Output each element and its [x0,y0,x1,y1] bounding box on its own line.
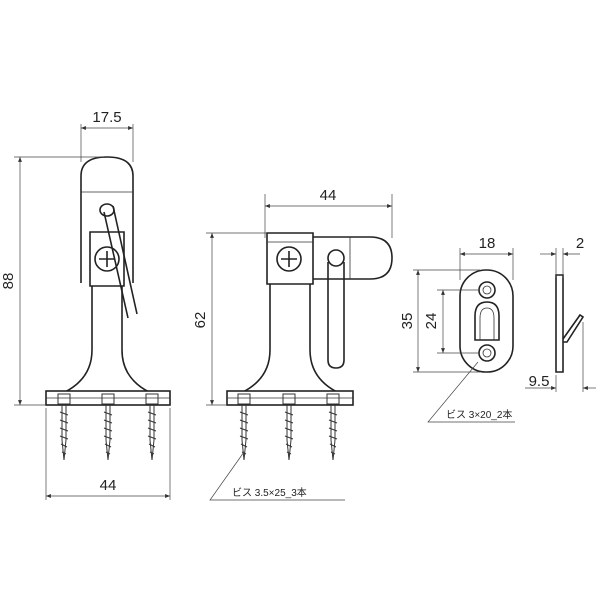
dim-side-hook-depth: 9.5 [529,373,550,390]
dim-holder-width: 44 [320,187,337,204]
dim-plate-height: 35 [399,313,416,330]
screw-head-icon [94,246,120,272]
door-stopper-side-view: 44 62 ビス 3.5×25_3本 [192,187,393,501]
dim-plate-hole-pitch: 24 [423,313,440,330]
note-plate-screws: ビス 3×20_2本 [446,408,512,421]
dim-stopper-top-width: 17.5 [92,109,121,126]
catch-plate-front-view: 18 35 24 ビス 3×20_2本 [399,235,515,423]
dim-stopper-height: 88 [0,273,17,290]
screw-head-icon [276,246,302,272]
note-base-screws: ビス 3.5×25_3本 [232,486,307,499]
dim-plate-width: 18 [479,235,496,252]
dim-holder-height: 62 [192,312,209,329]
door-stopper-front-view: 17.5 88 44 [0,109,171,500]
dim-stopper-base-width: 44 [100,477,117,494]
dim-side-thickness: 2 [576,235,584,252]
catch-plate-side-view: 2 9.5 [525,235,596,392]
